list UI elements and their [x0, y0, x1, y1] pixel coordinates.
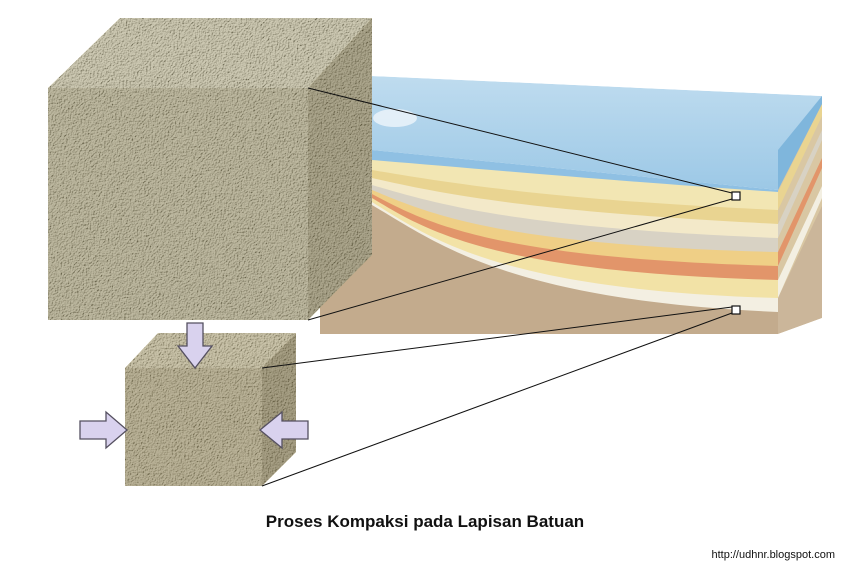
compacted-sediment-cube: [125, 333, 296, 486]
connector-line: [261, 312, 733, 487]
bedrock-surface: [372, 205, 778, 334]
source-url: http://udhnr.blogspot.com: [711, 549, 835, 561]
connector-line: [261, 306, 733, 369]
sample-marker-lower: [731, 305, 741, 315]
connector-line: [307, 198, 733, 321]
arrow-right-icon: [79, 410, 128, 450]
connector-lines: [261, 87, 733, 487]
diagram-caption: Proses Kompaksi pada Lapisan Batuan: [265, 512, 585, 531]
loose-sediment-cube: [48, 18, 372, 320]
sample-marker-upper: [731, 191, 741, 201]
sediment-layer-block: [320, 76, 822, 334]
water-surface: [372, 76, 822, 190]
arrow-down-icon: [176, 322, 214, 370]
connector-line: [307, 87, 733, 194]
arrow-left-icon: [258, 410, 309, 450]
cloud-reflection: [373, 109, 417, 127]
